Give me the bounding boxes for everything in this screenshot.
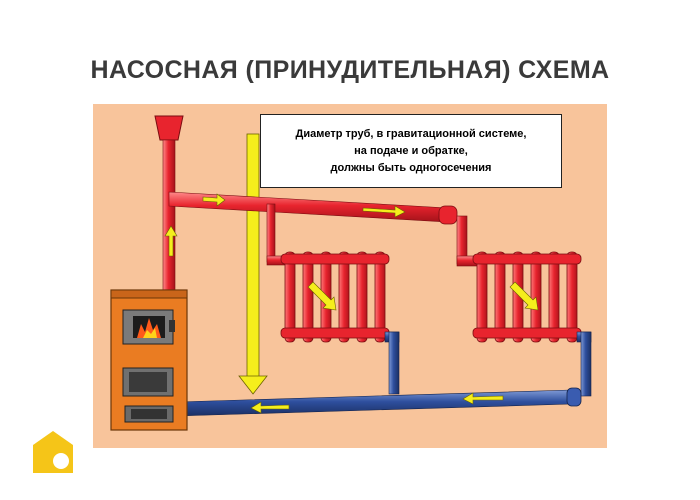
- flow-arrow: [509, 281, 539, 311]
- radiator-1: [280, 251, 390, 343]
- flow-arrow: [164, 225, 178, 257]
- supply-main-pipe: [168, 191, 482, 267]
- page-title: НАСОСНАЯ (ПРИНУДИТЕЛЬНАЯ) СХЕМА: [90, 56, 610, 84]
- flow-arrow: [307, 281, 337, 311]
- flow-arrow: [362, 205, 406, 218]
- radiator-2: [472, 251, 582, 343]
- flow-arrow: [462, 392, 504, 405]
- note-line-1: Диаметр труб, в гравитационной системе,: [295, 127, 527, 140]
- note-line-3: должны быть одногосечения: [330, 161, 492, 174]
- house-logo-icon: [31, 427, 75, 475]
- pipe-diameter-note: Диаметр труб, в гравитационной системе, …: [260, 114, 562, 188]
- flow-arrow: [250, 401, 290, 414]
- boiler: [110, 289, 188, 431]
- note-line-2: на подаче и обратке,: [354, 144, 468, 157]
- flow-arrow: [202, 193, 226, 207]
